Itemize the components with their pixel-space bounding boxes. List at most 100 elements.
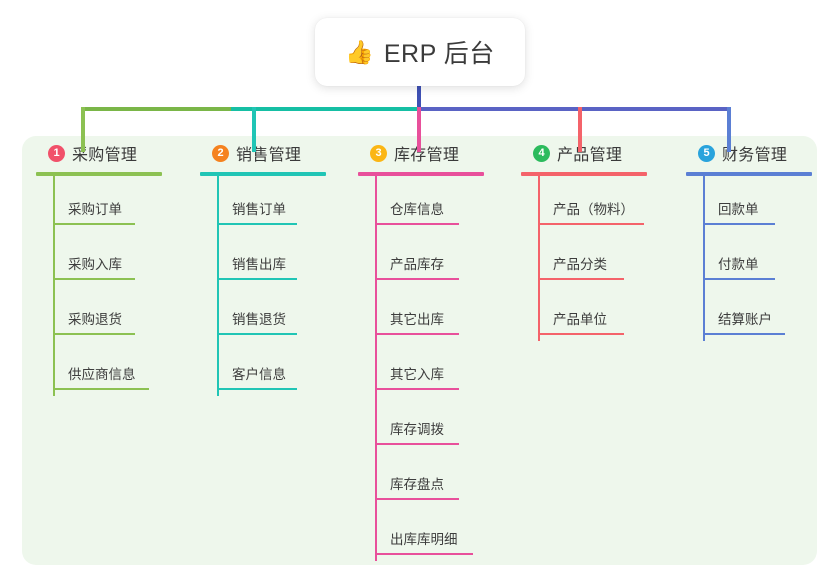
branch-item-label: 销售出库 [232, 257, 286, 272]
branch-header-underline [521, 172, 647, 176]
branch-header-1[interactable]: 1 采购管理 [36, 136, 196, 170]
branch-item[interactable]: 产品（物料） [521, 176, 689, 231]
branch-number-badge: 3 [370, 144, 387, 162]
branch-item-label: 采购订单 [68, 202, 122, 217]
branch-column-3: 3 库存管理仓库信息产品库存其它出库其它入库库存调拨库存盘点出库库明细 [358, 136, 523, 561]
branch-item-underline [217, 333, 297, 335]
branch-item-list: 销售订单销售出库销售退货客户信息 [200, 176, 360, 396]
branch-item-label: 仓库信息 [390, 202, 444, 217]
branch-item-underline [217, 388, 297, 390]
branch-item-list: 采购订单采购入库采购退货供应商信息 [36, 176, 196, 396]
branch-item[interactable]: 库存调拨 [358, 396, 523, 451]
branch-item[interactable]: 销售订单 [200, 176, 360, 231]
branch-item-underline [375, 223, 459, 225]
branch-item[interactable]: 库存盘点 [358, 451, 523, 506]
branch-item[interactable]: 仓库信息 [358, 176, 523, 231]
connector-bar-left [83, 107, 233, 111]
branch-item-label: 销售退货 [232, 312, 286, 327]
branch-item[interactable]: 采购退货 [36, 286, 196, 341]
branch-item[interactable]: 采购入库 [36, 231, 196, 286]
branch-header-2[interactable]: 2 销售管理 [200, 136, 360, 170]
branch-item-label: 库存盘点 [390, 477, 444, 492]
branch-item[interactable]: 产品分类 [521, 231, 689, 286]
branch-item-underline [703, 333, 785, 335]
branch-item-label: 客户信息 [232, 367, 286, 382]
branch-item-label: 产品（物料） [553, 202, 634, 217]
branch-number-badge: 1 [48, 144, 65, 162]
branch-header-underline [200, 172, 326, 176]
branch-item-label: 其它入库 [390, 367, 444, 382]
branch-header-3[interactable]: 3 库存管理 [358, 136, 523, 170]
branch-item-underline [375, 443, 459, 445]
branch-item[interactable]: 客户信息 [200, 341, 360, 396]
branch-item-underline [53, 388, 149, 390]
branch-header-underline [686, 172, 812, 176]
root-connector-vertical [417, 84, 421, 109]
branch-number-badge: 4 [533, 144, 550, 162]
branch-item-underline [703, 223, 775, 225]
root-node-card[interactable]: 👍 ERP 后台 [315, 18, 525, 86]
branch-item-label: 库存调拨 [390, 422, 444, 437]
branch-item-list: 回款单付款单结算账户 [686, 176, 836, 341]
branch-item-underline [375, 498, 459, 500]
branch-item[interactable]: 结算账户 [686, 286, 836, 341]
branch-title: 产品管理 [557, 147, 623, 164]
branch-item-underline [217, 278, 297, 280]
connector-bar-right [417, 107, 729, 111]
branch-item-label: 出库库明细 [390, 532, 458, 547]
thumbs-up-icon: 👍 [345, 38, 374, 65]
branch-item-underline [375, 388, 459, 390]
branch-trunk-line [703, 176, 705, 341]
branch-header-underline [36, 172, 162, 176]
branch-columns: 1 采购管理采购订单采购入库采购退货供应商信息 2 销售管理销售订单销售出库销售退货客… [0, 136, 839, 565]
connector-drop-4 [578, 107, 582, 152]
branch-item[interactable]: 产品库存 [358, 231, 523, 286]
branch-header-4[interactable]: 4 产品管理 [521, 136, 689, 170]
branch-item-label: 采购退货 [68, 312, 122, 327]
connector-bar-middle [231, 107, 419, 111]
branch-item-label: 销售订单 [232, 202, 286, 217]
branch-item-underline [217, 223, 297, 225]
branch-item[interactable]: 销售出库 [200, 231, 360, 286]
branch-item-underline [538, 278, 624, 280]
branch-trunk-line [53, 176, 55, 396]
branch-item-underline [53, 223, 135, 225]
branch-item-label: 回款单 [718, 202, 759, 217]
branches-background-panel [22, 136, 817, 565]
branch-item[interactable]: 出库库明细 [358, 506, 523, 561]
connector-drop-1 [81, 107, 85, 152]
branch-item[interactable]: 其它出库 [358, 286, 523, 341]
branch-item-label: 产品单位 [553, 312, 607, 327]
branch-item-underline [375, 333, 459, 335]
branch-item-label: 其它出库 [390, 312, 444, 327]
branch-title: 采购管理 [72, 147, 138, 164]
branch-item[interactable]: 其它入库 [358, 341, 523, 396]
branch-trunk-line [375, 176, 377, 561]
branch-item[interactable]: 回款单 [686, 176, 836, 231]
branch-title: 库存管理 [394, 147, 460, 164]
branch-title: 财务管理 [722, 147, 788, 164]
branch-item[interactable]: 销售退货 [200, 286, 360, 341]
branch-item-label: 产品库存 [390, 257, 444, 272]
branch-item-list: 产品（物料） 产品分类产品单位 [521, 176, 689, 341]
branch-item[interactable]: 付款单 [686, 231, 836, 286]
branch-item-underline [538, 333, 624, 335]
branch-item-underline [53, 333, 135, 335]
branch-column-2: 2 销售管理销售订单销售出库销售退货客户信息 [200, 136, 360, 396]
root-node-title: ERP 后台 [383, 40, 495, 68]
branch-item-label: 采购入库 [68, 257, 122, 272]
branch-trunk-line [538, 176, 540, 341]
branch-column-1: 1 采购管理采购订单采购入库采购退货供应商信息 [36, 136, 196, 396]
branch-number-badge: 2 [212, 144, 229, 162]
branch-header-underline [358, 172, 484, 176]
connector-drop-5 [727, 107, 731, 152]
branch-item[interactable]: 产品单位 [521, 286, 689, 341]
branch-item[interactable]: 采购订单 [36, 176, 196, 231]
branch-item-label: 付款单 [718, 257, 759, 272]
branch-column-4: 4 产品管理产品（物料） 产品分类产品单位 [521, 136, 689, 341]
branch-item[interactable]: 供应商信息 [36, 341, 196, 396]
branch-title: 销售管理 [236, 147, 302, 164]
